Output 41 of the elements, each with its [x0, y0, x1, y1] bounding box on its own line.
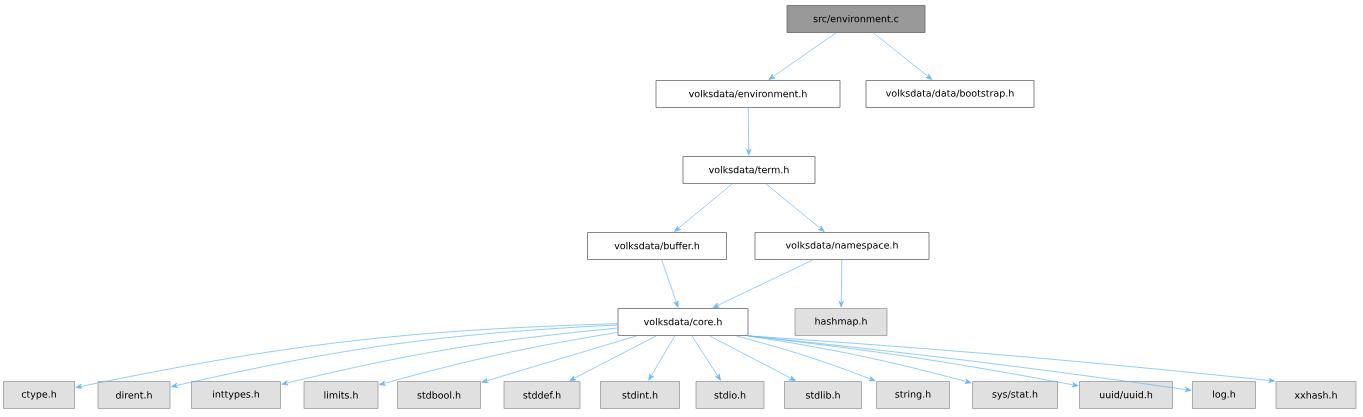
system-header-box: sys/stat.h [972, 381, 1058, 409]
system-header-box: string.h [876, 381, 950, 409]
system-header-box: ctype.h [3, 381, 75, 409]
header-file-box: volksdata/environment.h [655, 80, 841, 108]
arrow [171, 324, 618, 388]
header-file-box: volksdata/core.h [617, 308, 749, 336]
arrow [746, 107, 752, 156]
arrow [691, 335, 721, 381]
arrow [873, 32, 933, 80]
arrow [569, 335, 657, 381]
system-header-box: dirent.h [97, 381, 171, 409]
source-file-box: src/environment.c [786, 5, 926, 33]
arrow [674, 183, 733, 232]
arrow [379, 332, 618, 386]
arrow [838, 259, 844, 308]
system-header-box: inttypes.h [191, 381, 281, 409]
system-header-box: stdbool.h [397, 381, 481, 409]
header-file-box: volksdata/namespace.h [754, 232, 930, 260]
system-header-box: stdint.h [600, 381, 680, 409]
system-header-box: xxhash.h [1275, 381, 1357, 409]
arrow [661, 259, 679, 308]
arrow [735, 335, 876, 382]
system-header-box: stdio.h [695, 381, 765, 409]
arrow [709, 335, 796, 381]
arrow [648, 335, 676, 381]
arrow [768, 32, 837, 80]
header-file-box: volksdata/buffer.h [587, 232, 727, 260]
arrow [712, 259, 814, 308]
system-header-box: stdlib.h [784, 381, 862, 409]
arrow [281, 327, 618, 386]
system-header-box: hashmap.h [794, 308, 888, 336]
header-file-box: volksdata/term.h [682, 156, 816, 184]
arrow [748, 335, 1275, 383]
header-file-box: volksdata/data/bootstrap.h [865, 80, 1035, 108]
arrow [765, 183, 825, 232]
arrow [75, 323, 618, 389]
system-header-box: limits.h [303, 381, 379, 409]
system-header-box: stddef.h [503, 381, 581, 409]
system-header-box: uuid/uuid.h [1079, 381, 1173, 409]
arrow [481, 335, 637, 383]
system-header-box: log.h [1192, 381, 1256, 409]
